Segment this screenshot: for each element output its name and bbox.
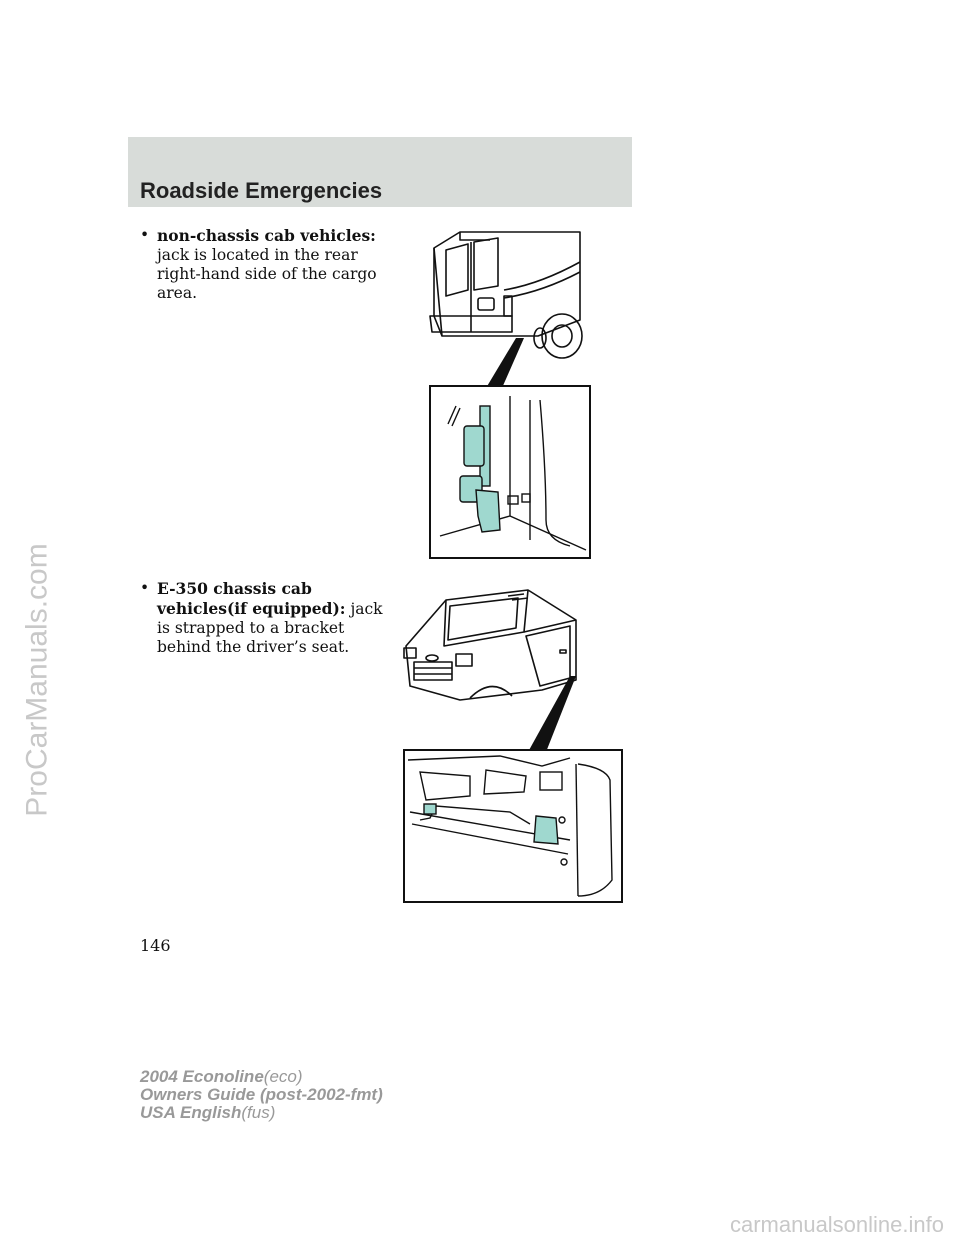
van-jack-illustration: [429, 231, 591, 559]
bullet-icon: •: [140, 579, 150, 597]
section-header-band: [128, 137, 632, 207]
footer-language-code: (fus): [241, 1103, 276, 1122]
side-watermark-text: ProCarManuals.com: [21, 543, 54, 817]
section-title: Roadside Emergencies: [140, 178, 383, 203]
side-watermark: ProCarManuals.com: [8, 420, 68, 940]
chassis-cab-jack-illustration: [403, 589, 623, 903]
bullet-text: jack is strapped to a bracket behind the…: [157, 600, 383, 656]
footer-language: USA English: [140, 1103, 242, 1122]
footer-guide: Owners Guide (post-2002-fmt): [140, 1085, 383, 1104]
bullet-icon: •: [140, 226, 150, 244]
bullet-heading: non-chassis cab vehicles:: [157, 226, 376, 245]
footer-model-code: (eco): [263, 1067, 303, 1086]
bottom-watermark: carmanualsonline.info: [729, 1212, 944, 1237]
bullet-item-non-chassis: • non-chassis cab vehicles: jack is loca…: [140, 226, 400, 303]
footer-line-1: 2004 Econoline(eco): [140, 1068, 383, 1086]
bullet-item-chassis-cab: • E-350 chassis cab vehicles(if equipped…: [140, 579, 400, 657]
document-footer: 2004 Econoline(eco) Owners Guide (post-2…: [140, 1068, 383, 1122]
bullet-text: jack is located in the rear right-hand s…: [157, 246, 377, 302]
footer-model: 2004 Econoline: [140, 1067, 264, 1086]
page-number: 146: [140, 936, 171, 955]
footer-line-2: Owners Guide (post-2002-fmt): [140, 1086, 383, 1104]
bullet-heading: E-350 chassis cab vehicles(if equipped):: [157, 579, 346, 618]
footer-line-3: USA English(fus): [140, 1104, 383, 1122]
